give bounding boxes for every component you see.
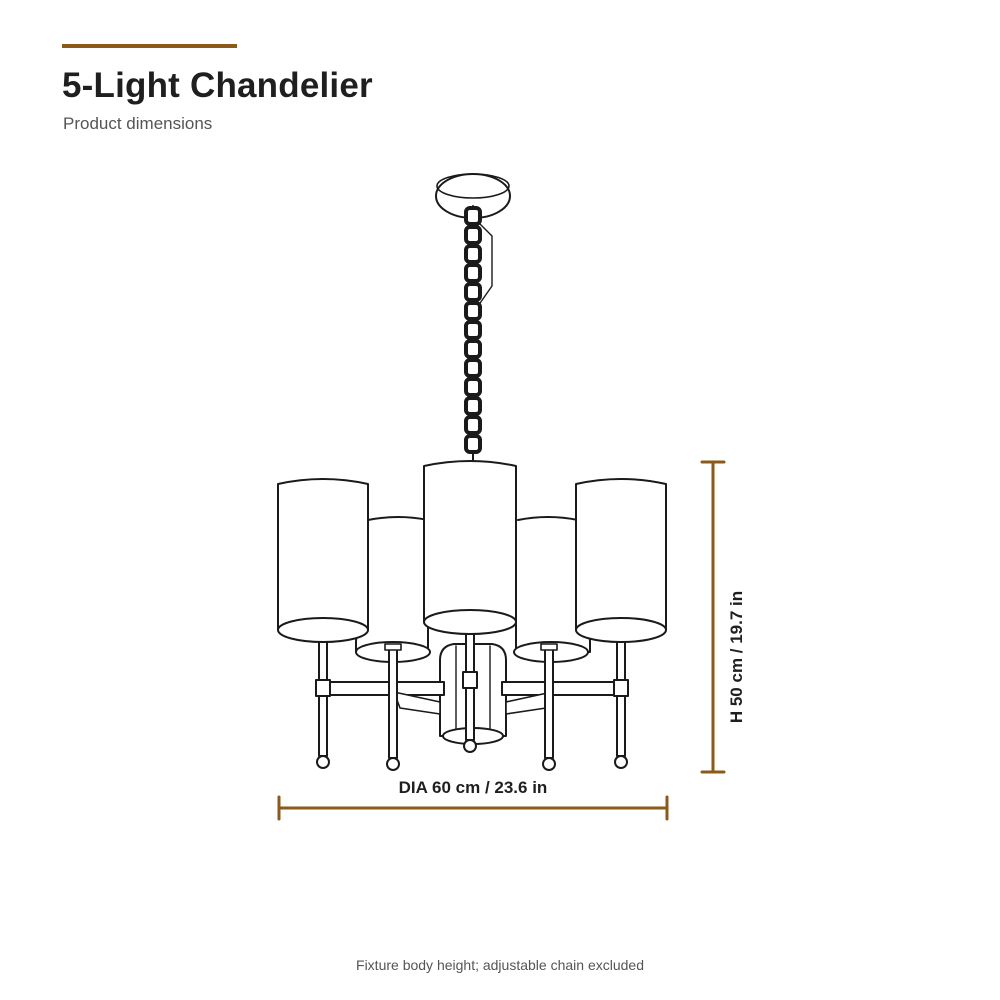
chain (464, 205, 493, 463)
chain-link (464, 320, 482, 340)
chain-link (464, 282, 482, 302)
chain-link (464, 434, 482, 454)
chain-link (464, 396, 482, 416)
finial (542, 757, 556, 771)
finial (463, 739, 477, 753)
chain-link (464, 263, 482, 283)
diameter-dimension-line (277, 795, 669, 821)
stem-collar (540, 643, 558, 651)
stem-collar (384, 643, 402, 651)
page-subtitle: Product dimensions (63, 114, 213, 133)
chain-link (464, 225, 482, 245)
arms (329, 681, 617, 715)
page-title: 5-Light Chandelier (62, 66, 373, 105)
chain-link (464, 358, 482, 378)
chain-link (464, 339, 482, 359)
shade-center (423, 460, 517, 635)
finial (316, 755, 330, 769)
diameter-label: DIA 60 cm / 23.6 in (398, 778, 548, 797)
finial (386, 757, 400, 771)
chain-link (464, 377, 482, 397)
arm-junction (462, 671, 478, 689)
height-dimension-line (700, 460, 726, 774)
chain-link (464, 301, 482, 321)
stems (314, 607, 630, 771)
chain-link (464, 415, 482, 435)
arm-junction (613, 679, 629, 697)
accent-bar (62, 44, 237, 48)
candle-stem (544, 647, 554, 759)
chain-link (464, 206, 482, 226)
shade-front-left (277, 478, 369, 643)
candle-stem (388, 647, 398, 759)
footnote: Fixture body height; adjustable chain ex… (356, 957, 644, 973)
finial (614, 755, 628, 769)
chain-link (464, 244, 482, 264)
arm-junction (315, 679, 331, 697)
shade-front-right (575, 478, 667, 643)
height-label: H 50 cm / 19.7 in (727, 590, 746, 724)
